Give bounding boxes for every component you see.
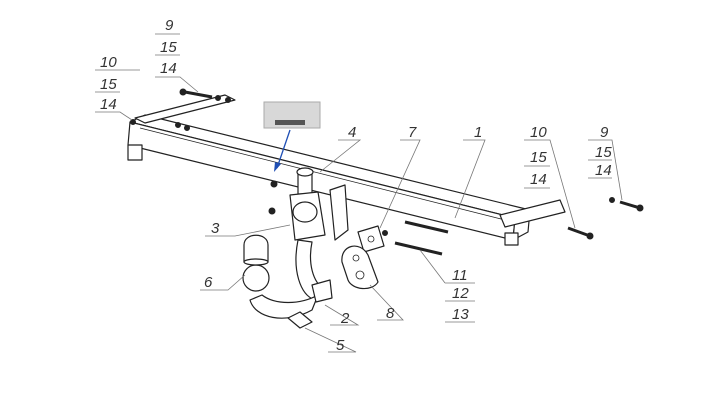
label-stack-left: 10 15 14 (100, 54, 117, 113)
label-stack-right-a: 10 15 14 (530, 124, 547, 188)
label-13: 13 (452, 306, 469, 323)
label-15: 15 (100, 76, 117, 93)
label-stack-bolts: 11 12 13 (452, 267, 469, 323)
label-3: 3 (211, 220, 220, 237)
label-11: 11 (452, 267, 468, 284)
label-14: 14 (595, 162, 612, 179)
label-14: 14 (530, 171, 547, 188)
label-stack-top-left: 9 15 14 (160, 17, 177, 77)
label-10: 10 (100, 54, 117, 71)
label-15: 15 (595, 144, 612, 161)
label-15: 15 (160, 39, 177, 56)
plates (341, 225, 385, 290)
label-2: 2 (340, 310, 350, 327)
label-1: 1 (474, 124, 482, 141)
label-14: 14 (160, 60, 177, 77)
label-9: 9 (165, 17, 174, 34)
cable-tie-part (287, 311, 313, 329)
leader-lines (95, 33, 623, 353)
ball-cap (243, 234, 269, 266)
label-6: 6 (204, 274, 213, 291)
crossbar-frame (127, 94, 566, 246)
label-12: 12 (452, 285, 469, 302)
bolts (130, 88, 644, 256)
label-9: 9 (600, 124, 609, 141)
label-plate (263, 101, 321, 172)
label-7: 7 (408, 124, 417, 141)
label-14: 14 (100, 96, 117, 113)
label-8: 8 (386, 305, 395, 322)
label-stack-right-b: 9 15 14 (595, 124, 612, 179)
label-15: 15 (530, 149, 547, 166)
label-5: 5 (336, 337, 345, 354)
label-10: 10 (530, 124, 547, 141)
label-4: 4 (348, 124, 356, 141)
